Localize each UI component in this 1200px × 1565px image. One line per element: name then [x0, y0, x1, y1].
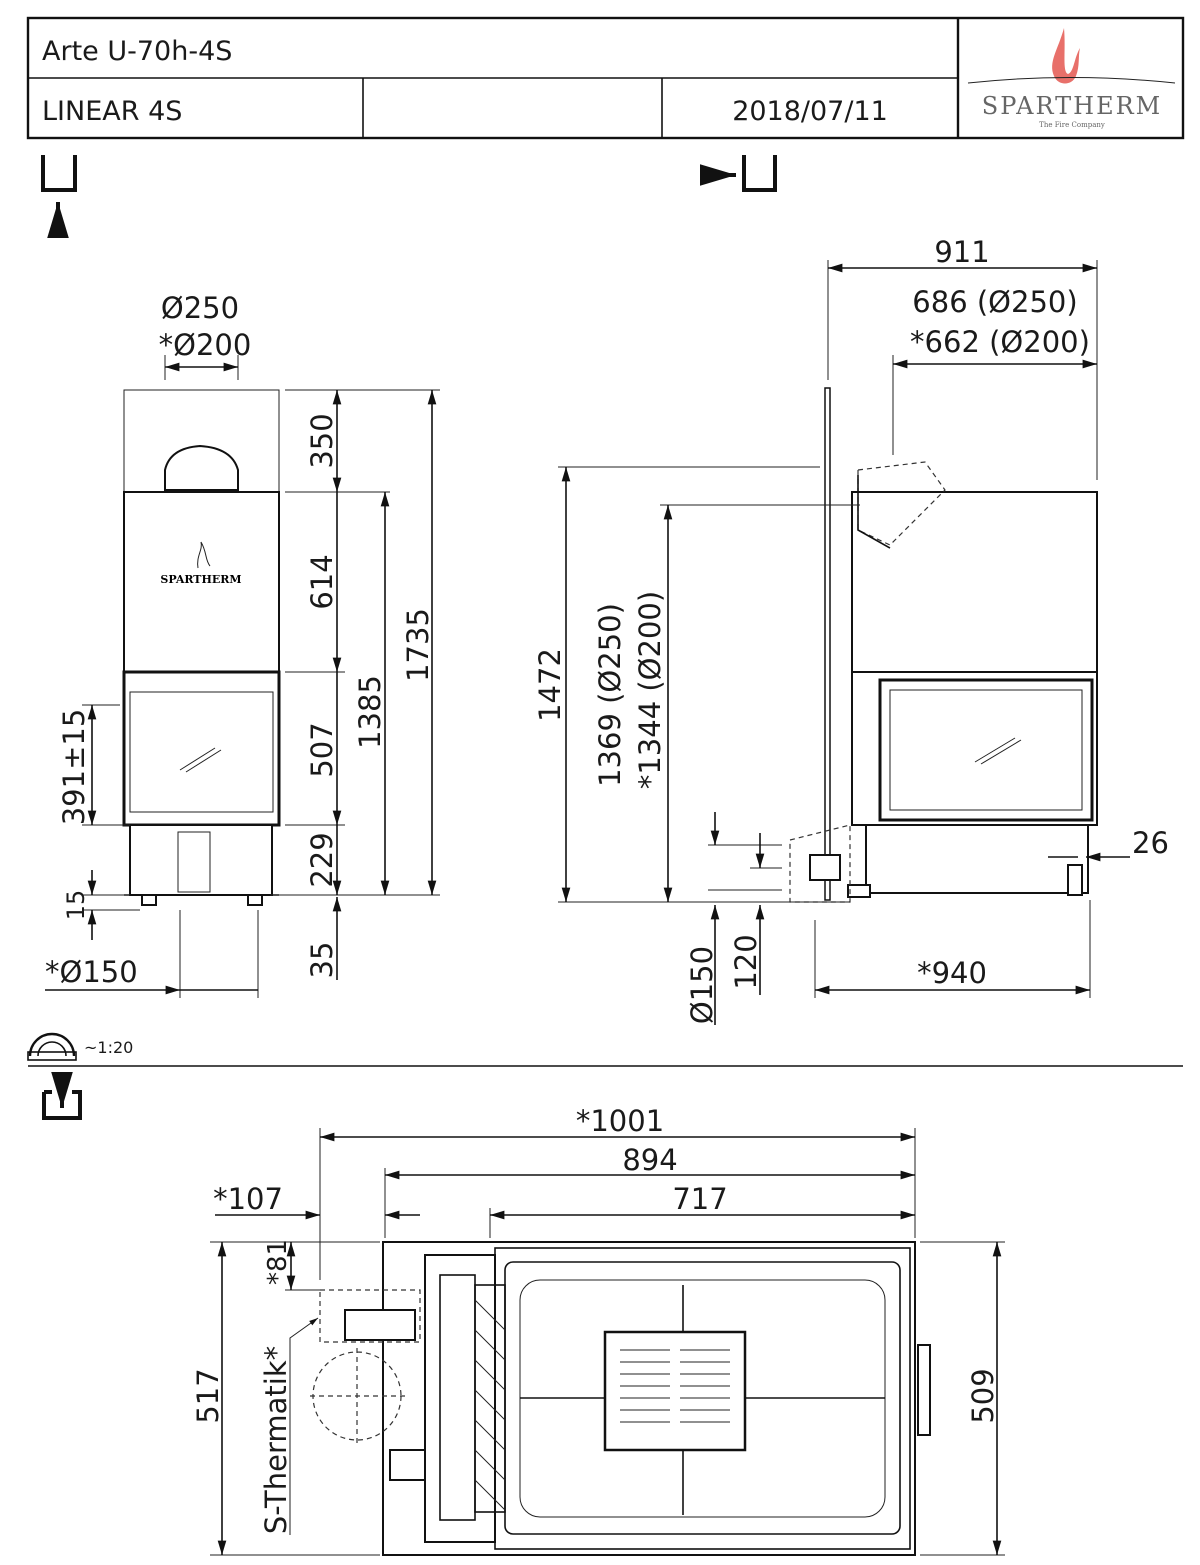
- side-view: [789, 387, 1098, 903]
- series-name: LINEAR 4S: [42, 96, 182, 127]
- scale-label: ~1:20: [84, 1038, 133, 1057]
- dim-81: *81: [263, 1239, 293, 1285]
- front-view-icon: [41, 155, 77, 238]
- grate: [603, 1330, 747, 1452]
- dim-120: 120: [729, 934, 763, 989]
- s-thermatik-label: S-Thermatik*: [259, 1346, 293, 1534]
- dim-911: 911: [934, 235, 989, 269]
- top-dimensions: *1001 894 717 *107 517 *81 509 S-Thermat…: [191, 1104, 1005, 1556]
- side-view-icon: [700, 155, 777, 192]
- drawing-date: 2018/07/11: [732, 96, 888, 127]
- dim-flue-250: Ø250: [161, 291, 239, 325]
- dim-35: 35: [305, 942, 339, 979]
- model-name: Arte U-70h-4S: [42, 36, 232, 67]
- dim-150: Ø150: [685, 946, 719, 1024]
- front-dimensions: Ø250 *Ø200 350 614 507 229 35 1385 1735 …: [45, 291, 440, 998]
- dim-717: 717: [672, 1182, 727, 1216]
- top-view: [310, 1241, 931, 1556]
- dim-229: 229: [305, 832, 339, 887]
- dim-flue-200: *Ø200: [159, 328, 252, 362]
- dim-1472: 1472: [533, 648, 567, 722]
- dim-894: 894: [622, 1143, 677, 1177]
- dim-662: *662 (Ø200): [910, 325, 1090, 359]
- dim-686: 686 (Ø250): [912, 285, 1077, 319]
- spartherm-logo: SPARTHERM The Fire Company: [967, 28, 1176, 129]
- dim-air-inlet: *Ø150: [45, 955, 138, 989]
- top-view-icon: [42, 1072, 82, 1120]
- dim-107: *107: [213, 1182, 283, 1216]
- dim-15: 15: [62, 890, 90, 921]
- dim-1369: 1369 (Ø250): [593, 603, 627, 787]
- dim-509: 509: [966, 1368, 1000, 1423]
- dim-26: 26: [1132, 826, 1169, 860]
- dim-507: 507: [305, 722, 339, 777]
- side-dimensions: 911 686 (Ø250) *662 (Ø200) 1472 1369 (Ø2…: [533, 235, 1169, 1025]
- dim-1385: 1385: [353, 675, 387, 749]
- dim-940: *940: [917, 956, 987, 990]
- dim-350: 350: [305, 413, 339, 468]
- dim-391: 391±15: [57, 709, 91, 826]
- scale-indicator: ~1:20: [27, 1032, 133, 1061]
- logo-brand: SPARTHERM: [982, 92, 1162, 120]
- dim-1735: 1735: [401, 608, 435, 682]
- dim-614: 614: [305, 554, 339, 609]
- front-view: SPARTHERM: [122, 389, 281, 906]
- dim-517: 517: [191, 1368, 225, 1423]
- front-plate-brand: SPARTHERM: [160, 573, 241, 586]
- logo-tagline: The Fire Company: [1039, 121, 1105, 129]
- dim-1001: *1001: [576, 1104, 664, 1138]
- ruler-icon: [27, 1051, 77, 1061]
- dim-1344: *1344 (Ø200): [633, 591, 667, 789]
- title-block: Arte U-70h-4S LINEAR 4S 2018/07/11 SPART…: [26, 16, 1185, 140]
- flame-icon: [1052, 28, 1080, 84]
